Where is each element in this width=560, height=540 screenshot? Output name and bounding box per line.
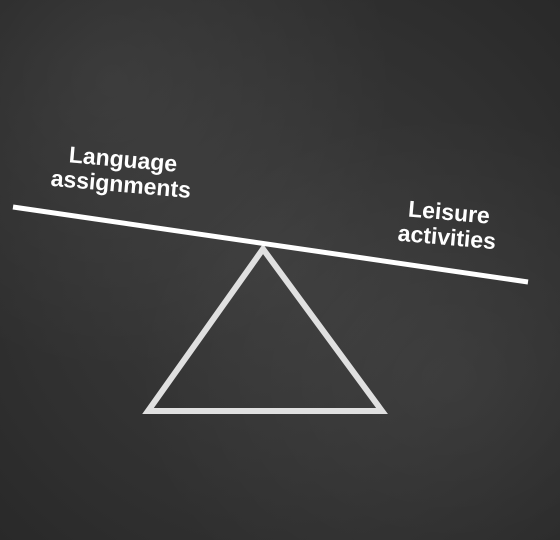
fulcrum-triangle: [142, 243, 388, 414]
seesaw-plank: [12, 204, 529, 285]
